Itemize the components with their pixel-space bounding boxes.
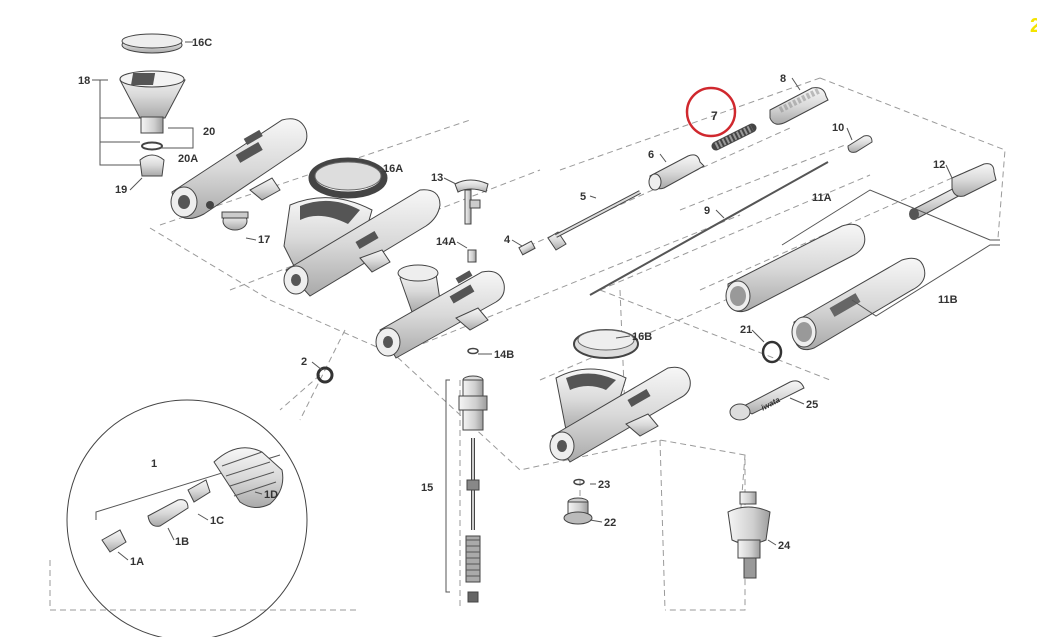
wrench-part-25: iwata (729, 380, 805, 421)
part-10 (847, 135, 873, 153)
callout-20: 20 (203, 126, 215, 138)
callout-12: 12 (933, 159, 945, 171)
spring-part-7 (711, 123, 757, 151)
callout-9: 9 (704, 205, 710, 217)
part-12-valve (909, 163, 997, 220)
callout-21: 21 (740, 324, 752, 336)
callout-24: 24 (778, 540, 791, 552)
callout-1: 1 (151, 458, 157, 470)
part-24-regulator (727, 491, 771, 579)
part-22 (563, 497, 593, 525)
callout-1d: 1D (264, 489, 278, 501)
corner-mark: 2 (1030, 15, 1037, 37)
callout-8: 8 (780, 73, 786, 85)
handle-11a (725, 223, 866, 313)
callout-16b: 16B (632, 331, 652, 343)
trigger-part-13 (454, 179, 489, 225)
callout-10: 10 (832, 122, 844, 134)
callout-6: 6 (648, 149, 654, 161)
callout-14b: 14B (494, 349, 514, 361)
callout-19: 19 (115, 184, 127, 196)
cup-assembly-18 (99, 33, 194, 177)
callout-17: 17 (258, 234, 270, 246)
callout-23: 23 (598, 479, 610, 491)
needle-part-9 (589, 161, 829, 296)
callout-14a: 14A (436, 236, 456, 248)
detail-circle-part-1 (66, 399, 308, 641)
callout-22: 22 (604, 517, 616, 529)
valve-part-15 (445, 375, 488, 603)
callout-16c: 16C (192, 37, 212, 49)
callout-7: 7 (711, 109, 718, 123)
o-ring-part-21 (761, 340, 783, 364)
callout-5: 5 (580, 191, 586, 203)
body-part-upper-left (170, 118, 308, 231)
o-ring-part-23 (573, 478, 585, 486)
body-part-16a (283, 157, 441, 297)
callout-20a: 20A (178, 153, 198, 165)
handle-11b (791, 257, 926, 351)
highlight-circle-part-7 (685, 86, 737, 138)
callout-15: 15 (421, 482, 433, 494)
callout-16a: 16A (383, 163, 403, 175)
callout-labels: 16C 18 20 20A 19 17 16A 13 14A 5 4 6 7 8… (78, 37, 958, 568)
body-part-16b (549, 329, 691, 463)
bracket-11b (851, 244, 1000, 317)
callout-1a: 1A (130, 556, 144, 568)
callout-11a: 11A (812, 192, 832, 204)
callout-18: 18 (78, 75, 90, 87)
callout-13: 13 (431, 172, 443, 184)
needle-chuck-parts (518, 154, 705, 256)
bracket-11a (781, 189, 1000, 246)
leader-lines (92, 77, 953, 561)
callout-2: 2 (301, 356, 307, 368)
handle-part-8 (769, 87, 829, 125)
callout-25: 25 (806, 399, 818, 411)
callout-4: 4 (504, 234, 511, 246)
callout-1b: 1B (175, 536, 189, 548)
body-part-center (375, 249, 505, 359)
o-ring-part-2 (316, 366, 334, 384)
callout-11b: 11B (938, 294, 958, 306)
callout-1c: 1C (210, 515, 224, 527)
